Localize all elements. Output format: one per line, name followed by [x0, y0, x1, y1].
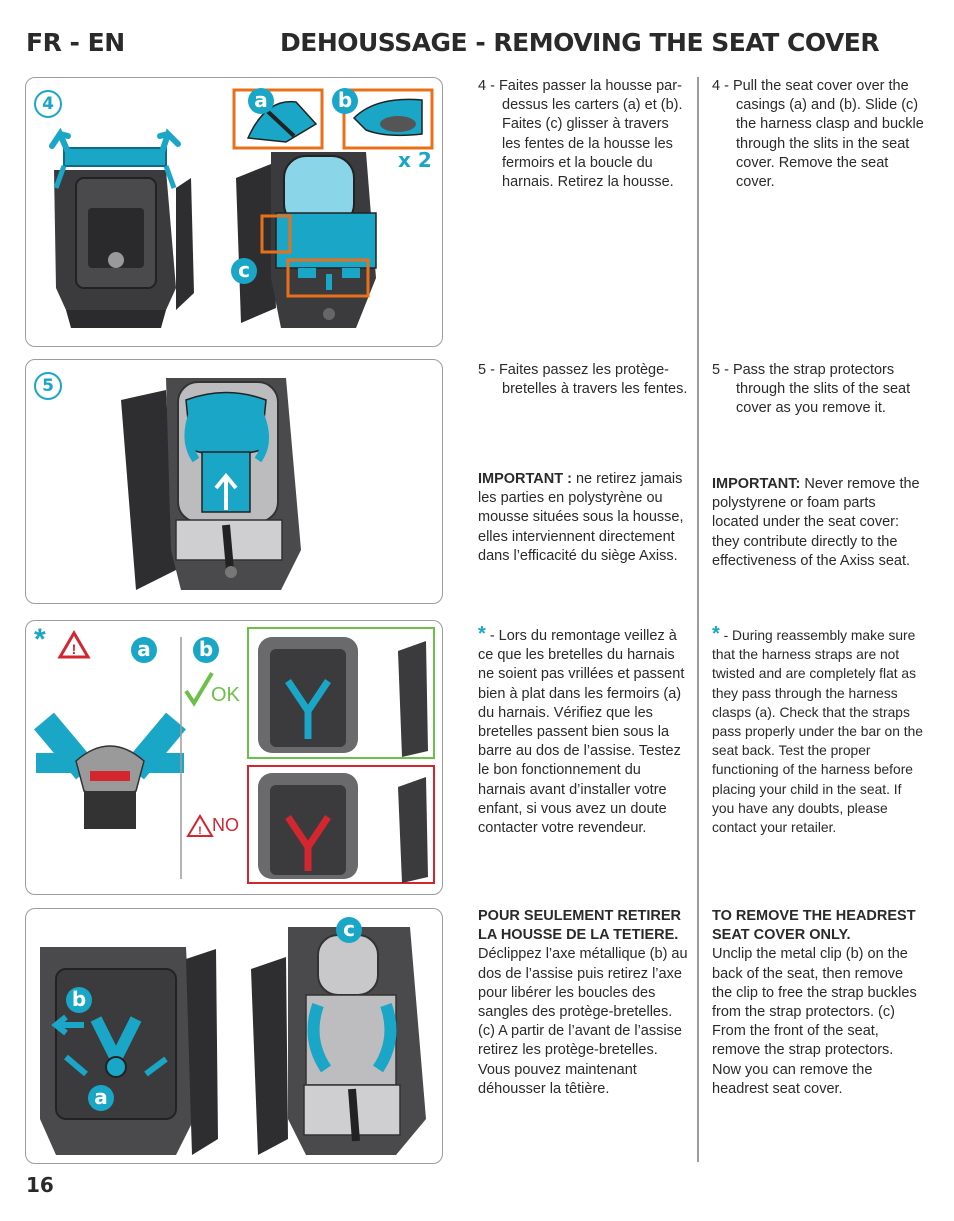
- column-divider: [697, 77, 699, 1162]
- label-b: b: [332, 88, 358, 114]
- page-title: DEHOUSSAGE - REMOVING THE SEAT COVER: [280, 28, 880, 57]
- en-headrest-title: TO REMOVE THE HEADREST SEAT COVER ONLY.: [712, 908, 916, 944]
- step-5-illustration-panel: 5: [25, 359, 443, 604]
- step-4-illustration-panel: 4 a b c x 2: [25, 77, 443, 347]
- fr-reassembly-note: * - Lors du remontage veillez à ce que l…: [478, 623, 685, 837]
- en-step-4-text: 4 - Pull the seat cover over the casings…: [712, 78, 924, 191]
- label-b: b: [193, 637, 219, 663]
- en-headrest-text: Unclip the metal clip (b) on the back of…: [712, 946, 917, 1097]
- fr-headrest-section: POUR SEULEMENT RETIRER LA HOUSSE DE LA T…: [478, 907, 688, 1099]
- en-reassembly-note: * - During reassembly make sure that the…: [712, 623, 923, 836]
- label-a: a: [248, 88, 274, 114]
- asterisk-mark: *: [34, 623, 46, 656]
- fr-headrest-text: Déclippez l’axe métallique (b) au dos de…: [478, 946, 688, 1097]
- times-two-label: x 2: [398, 148, 432, 172]
- label-a: a: [88, 1085, 114, 1111]
- svg-text:!: !: [198, 825, 202, 837]
- label-b: b: [66, 987, 92, 1013]
- no-label: NO: [212, 815, 239, 835]
- fr-step-5-text: 5 - Faites passez les protège-bretelles …: [478, 362, 688, 398]
- en-step-5-text: 5 - Pass the strap protectors through th…: [712, 362, 911, 417]
- svg-text:!: !: [72, 641, 77, 657]
- harness-check-panel: * ! ! a b OK NO: [25, 620, 443, 895]
- step-number-5: 5: [34, 372, 62, 400]
- seat-illustration-step-4: [49, 88, 434, 328]
- headrest-removal-illustration: [40, 927, 426, 1155]
- ok-label: OK: [211, 684, 240, 706]
- en-important-note: IMPORTANT: Never remove the polystyrene …: [712, 476, 920, 569]
- fr-important-note: IMPORTANT : ne retirez jamais les partie…: [478, 471, 684, 564]
- warning-icon: [57, 630, 91, 659]
- step-number-4: 4: [34, 90, 62, 118]
- label-c: c: [231, 258, 257, 284]
- seat-illustration-step-5: [121, 378, 301, 590]
- fr-headrest-title: POUR SEULEMENT RETIRER LA HOUSSE DE LA T…: [478, 908, 682, 944]
- headrest-illustration-panel: b a c: [25, 908, 443, 1164]
- language-label: FR - EN: [26, 28, 125, 57]
- page-number: 16: [26, 1173, 54, 1197]
- label-c: c: [336, 917, 362, 943]
- en-headrest-section: TO REMOVE THE HEADREST SEAT COVER ONLY. …: [712, 907, 926, 1099]
- label-a: a: [131, 637, 157, 663]
- fr-step-4-text: 4 - Faites passer la housse par-dessus l…: [478, 78, 683, 191]
- harness-check-illustration: ! !: [34, 627, 435, 884]
